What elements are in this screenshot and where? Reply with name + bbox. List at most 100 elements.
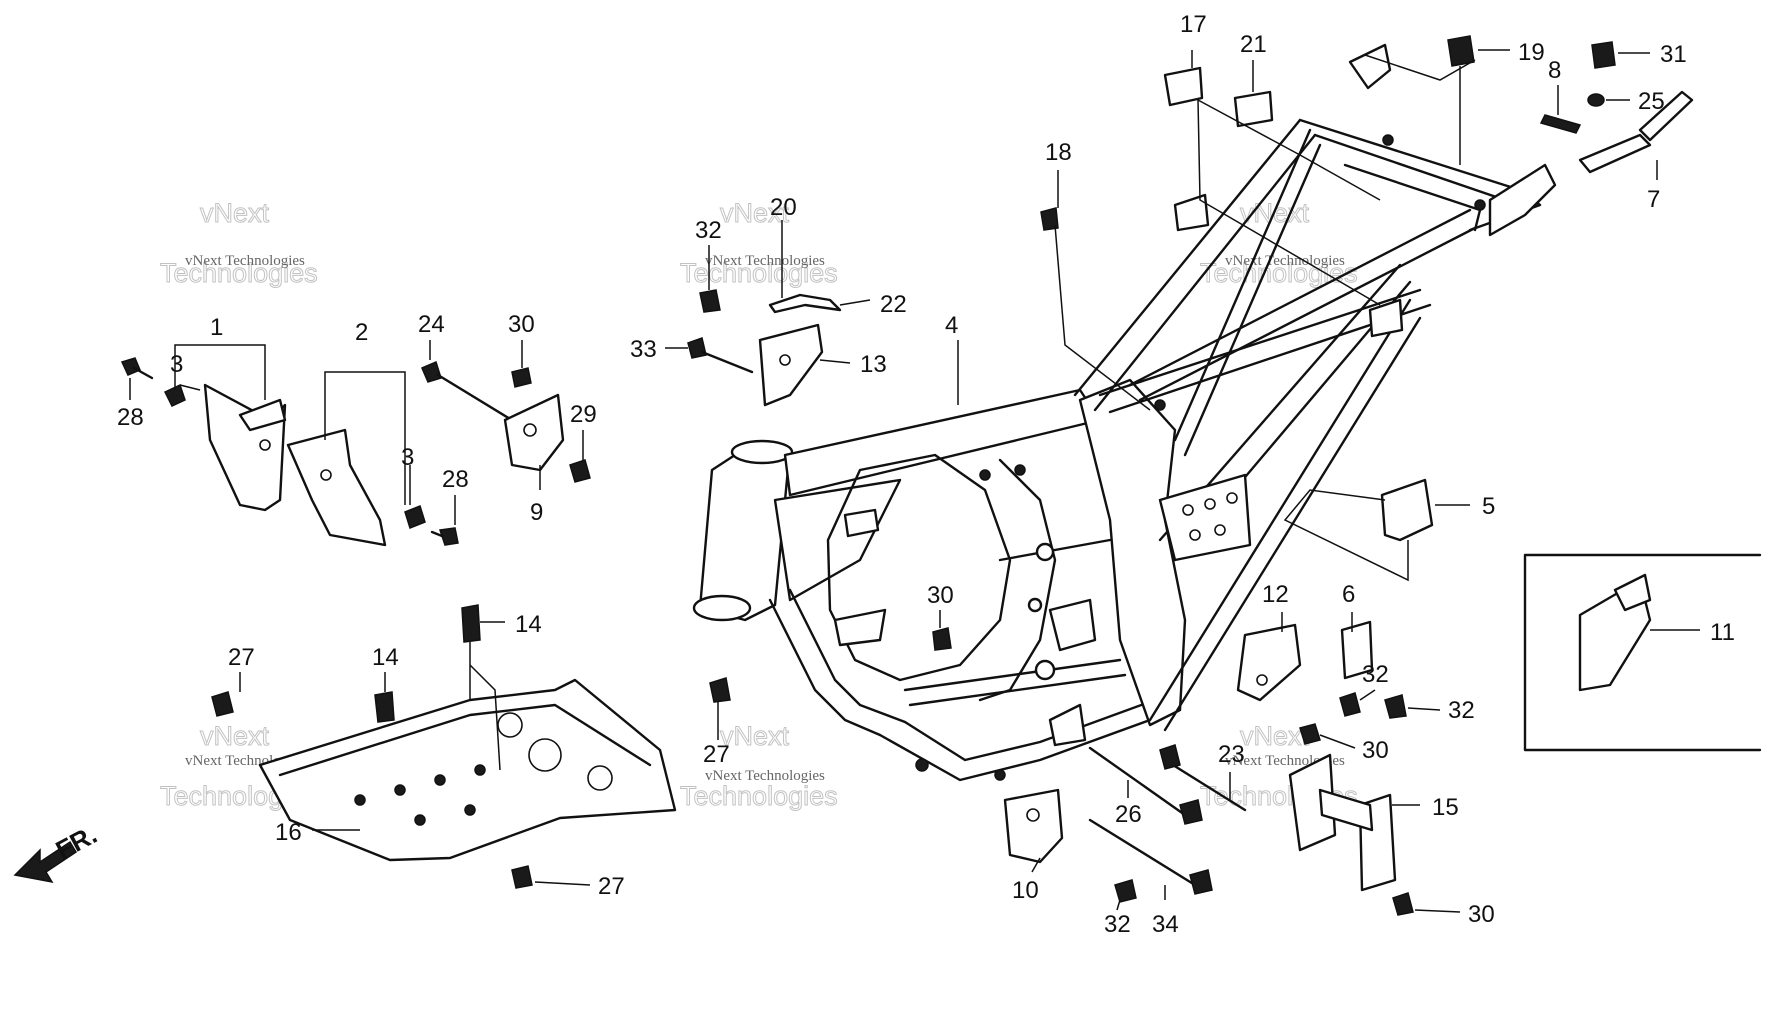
label-32a: 32 xyxy=(695,217,722,244)
label-12: 12 xyxy=(1262,581,1289,608)
label-13: 13 xyxy=(860,351,887,378)
bolt-32b xyxy=(1339,692,1361,717)
skid-plate-16 xyxy=(258,678,677,862)
label-1: 1 xyxy=(210,314,223,341)
bracket-10 xyxy=(1003,788,1064,864)
cap-19 xyxy=(1447,35,1475,67)
bracket-13 xyxy=(758,323,824,407)
label-2: 2 xyxy=(355,319,368,346)
label-22: 22 xyxy=(880,291,907,318)
bolt-27c xyxy=(511,865,533,889)
bolt-18 xyxy=(1040,207,1059,231)
bolt-32d xyxy=(1114,879,1137,903)
nut-30d xyxy=(1392,892,1414,916)
bracket-12 xyxy=(1236,623,1302,702)
bolt-27a xyxy=(211,691,234,717)
watermark-1: vNext Technologies vNext Technologies xyxy=(160,198,319,289)
part-number-labels: 1 2 3 3 4 5 6 7 8 9 10 11 12 13 14 14 15… xyxy=(117,11,1735,938)
front-direction-arrow: FR. xyxy=(13,819,102,884)
bolt-32a xyxy=(699,289,721,313)
stand-7 xyxy=(1578,90,1694,174)
svg-text:Technologies: Technologies xyxy=(680,781,838,811)
frame-body xyxy=(692,43,1557,782)
label-32d: 32 xyxy=(1104,911,1131,938)
label-3a: 3 xyxy=(170,351,183,378)
svg-text:Technologies: Technologies xyxy=(1200,258,1358,288)
label-14b: 14 xyxy=(372,644,399,671)
label-18: 18 xyxy=(1045,139,1072,166)
svg-text:vNext Technologies: vNext Technologies xyxy=(705,253,825,269)
label-30a: 30 xyxy=(508,311,535,338)
label-16: 16 xyxy=(275,819,302,846)
label-27a: 27 xyxy=(228,644,255,671)
bolt-28a xyxy=(120,357,154,380)
bolt-26 xyxy=(1088,746,1203,825)
svg-text:vNext Technologies: vNext Technologies xyxy=(1225,253,1345,269)
svg-text:Technologies: Technologies xyxy=(160,258,318,288)
label-28b: 28 xyxy=(442,466,469,493)
svg-text:vNext Technologies: vNext Technologies xyxy=(185,253,305,269)
label-25: 25 xyxy=(1638,88,1665,115)
svg-text:vNext: vNext xyxy=(200,721,270,751)
label-19: 19 xyxy=(1518,39,1545,66)
label-5: 5 xyxy=(1482,493,1495,520)
clip-17 xyxy=(1163,66,1204,107)
label-17: 17 xyxy=(1180,11,1207,38)
spring-8 xyxy=(1539,114,1582,134)
bolt-27b xyxy=(709,677,731,703)
label-30b: 30 xyxy=(927,582,954,609)
label-27b: 27 xyxy=(703,741,730,768)
bolt-32c xyxy=(1384,694,1407,719)
bolt-28b xyxy=(430,527,459,546)
label-4: 4 xyxy=(945,312,958,339)
label-32c: 32 xyxy=(1448,697,1475,724)
label-3b: 3 xyxy=(401,444,414,471)
label-30c: 30 xyxy=(1362,737,1389,764)
bracket-9 xyxy=(503,393,565,472)
bolt-31 xyxy=(1591,41,1616,69)
svg-text:vNext: vNext xyxy=(720,198,790,228)
svg-text:vNext Technologies: vNext Technologies xyxy=(705,768,825,784)
bracket-6 xyxy=(1340,620,1374,680)
label-34: 34 xyxy=(1152,911,1179,938)
cap-14b xyxy=(374,691,395,723)
label-23: 23 xyxy=(1218,741,1245,768)
nut-30c xyxy=(1299,723,1321,745)
svg-text:vNext: vNext xyxy=(200,198,270,228)
nut-30b xyxy=(932,627,952,651)
hanger-plate-15 xyxy=(1288,753,1397,892)
svg-text:vNext: vNext xyxy=(1240,721,1310,751)
label-30d: 30 xyxy=(1468,901,1495,928)
label-33: 33 xyxy=(630,336,657,363)
bolt-33 xyxy=(687,337,754,374)
bolt-34 xyxy=(1088,818,1213,895)
bracket-5 xyxy=(1380,478,1434,542)
nut-30a xyxy=(511,367,532,388)
cap-14a xyxy=(461,604,481,643)
frame-guard-left xyxy=(203,383,287,512)
washer-25 xyxy=(1587,93,1605,107)
label-24: 24 xyxy=(418,311,445,338)
svg-text:vNext: vNext xyxy=(720,721,790,751)
label-15: 15 xyxy=(1432,794,1459,821)
label-8: 8 xyxy=(1548,57,1561,84)
label-26: 26 xyxy=(1115,801,1142,828)
bolt-23 xyxy=(1159,744,1247,812)
label-6: 6 xyxy=(1342,581,1355,608)
label-32b: 32 xyxy=(1362,661,1389,688)
label-29: 29 xyxy=(570,401,597,428)
label-14a: 14 xyxy=(515,611,542,638)
inset-box-11 xyxy=(1523,553,1762,752)
watermark-5: vNext Technologies vNext Technologies xyxy=(680,721,839,812)
label-28a: 28 xyxy=(117,404,144,431)
label-10: 10 xyxy=(1012,877,1039,904)
bolt-24 xyxy=(421,360,522,427)
label-20: 20 xyxy=(770,194,797,221)
clip-20-22 xyxy=(768,293,842,314)
label-21: 21 xyxy=(1240,31,1267,58)
label-27c: 27 xyxy=(598,873,625,900)
label-7: 7 xyxy=(1647,186,1660,213)
label-9: 9 xyxy=(530,499,543,526)
svg-text:Technologies: Technologies xyxy=(680,258,838,288)
